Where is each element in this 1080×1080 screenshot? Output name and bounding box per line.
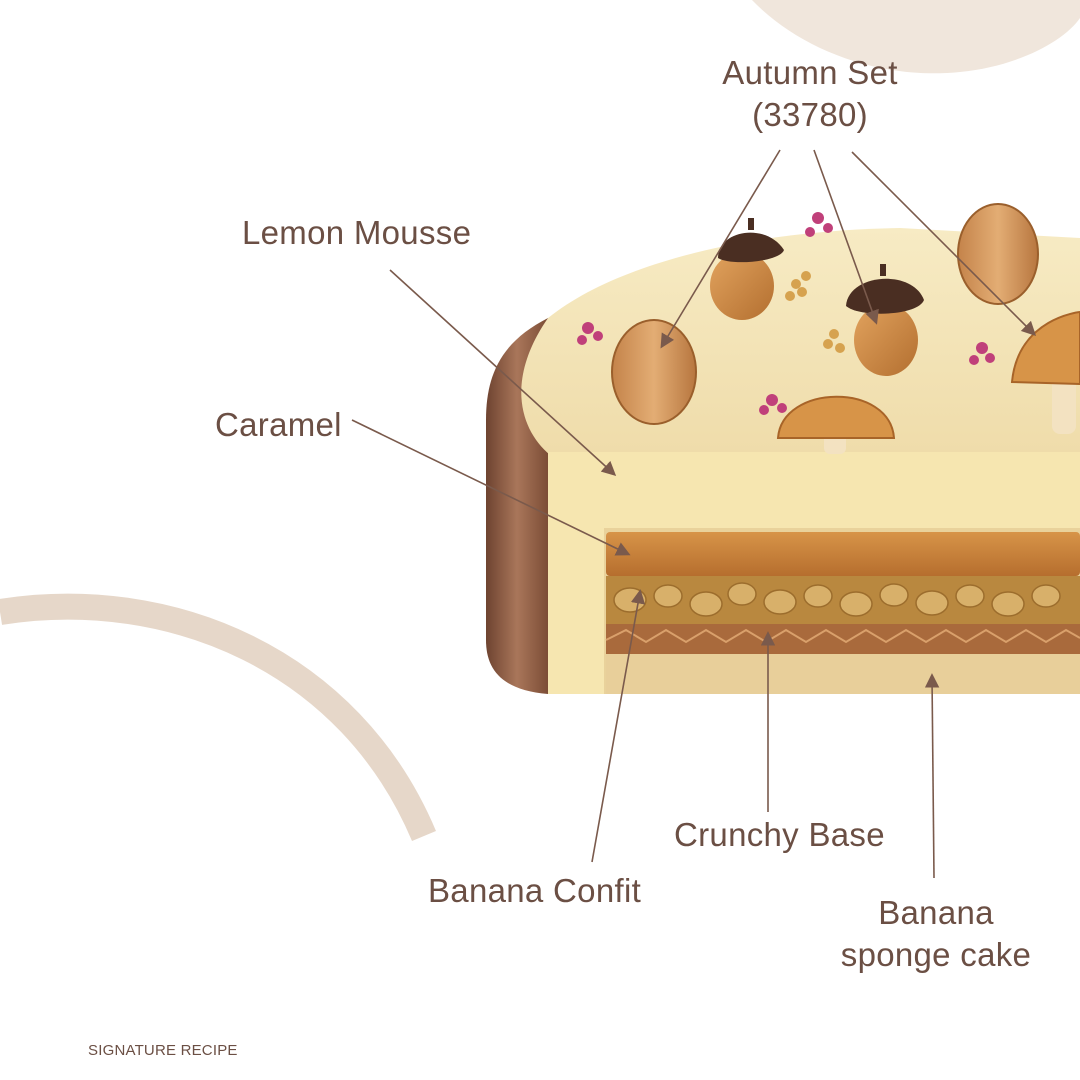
label-banana-sponge-line2: sponge cake xyxy=(840,936,1032,973)
label-banana-sponge-line1: Banana xyxy=(878,894,994,931)
mushroom-right xyxy=(1010,310,1080,434)
label-autumn-set: Autumn Set (33780) xyxy=(712,52,908,136)
arrow-autumn-set-1 xyxy=(660,149,781,349)
flowers xyxy=(577,212,995,415)
crunchy-base-texture xyxy=(605,628,1080,644)
pointer-arrows xyxy=(351,149,1037,879)
arrow-lemon-mousse xyxy=(389,269,617,476)
arrow-autumn-set-3 xyxy=(851,151,1037,337)
arrow-caramel xyxy=(351,419,631,556)
label-autumn-set-line2: (33780) xyxy=(752,96,868,133)
label-autumn-set-line1: Autumn Set xyxy=(722,54,898,91)
label-banana-sponge: Banana sponge cake xyxy=(840,892,1032,976)
decorative-arc-top xyxy=(752,0,1080,74)
footer-signature-recipe: SIGNATURE RECIPE xyxy=(88,1042,238,1059)
label-lemon-mousse: Lemon Mousse xyxy=(242,214,472,251)
arrow-banana-confit xyxy=(591,589,646,863)
label-caramel: Caramel xyxy=(215,406,342,443)
label-banana-confit: Banana Confit xyxy=(428,872,642,909)
decorative-arc-left xyxy=(0,593,436,842)
almond-right xyxy=(957,203,1039,305)
gold-decor xyxy=(785,271,845,353)
caramel-layer xyxy=(606,532,1080,576)
crunchy-base-layer xyxy=(606,624,1080,654)
arrow-autumn-set-2 xyxy=(813,149,879,325)
cake-illustration xyxy=(486,203,1080,694)
banana-confit-pieces xyxy=(613,582,1061,617)
mushroom-center xyxy=(776,395,896,454)
almond-left xyxy=(611,319,697,425)
label-crunchy-base: Crunchy Base xyxy=(674,816,885,853)
acorn-left xyxy=(710,218,784,320)
arrow-banana-sponge xyxy=(924,673,940,879)
sponge-cake-layer xyxy=(606,654,1080,694)
